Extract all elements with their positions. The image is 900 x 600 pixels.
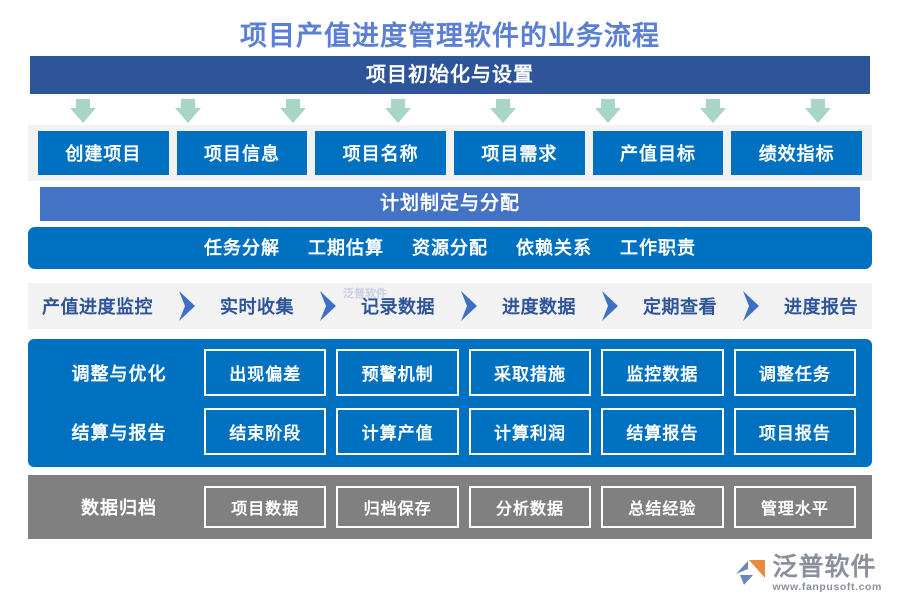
stage-plan-header: 计划制定与分配 bbox=[40, 187, 860, 221]
stage-monitor-item[interactable]: 进度报告 bbox=[784, 297, 858, 317]
stage-settlement-row: 结算与报告 结束阶段 计算产值 计算利润 结算报告 项目报告 bbox=[44, 408, 857, 455]
stage-monitor-item[interactable]: 进度数据 bbox=[502, 297, 576, 317]
stage-plan-item[interactable]: 工期估算 bbox=[307, 238, 384, 258]
stage-archive-item[interactable]: 管理水平 bbox=[733, 486, 857, 528]
chevron-right-icon bbox=[460, 291, 477, 321]
down-arrow-icon bbox=[279, 99, 306, 123]
arrow-row bbox=[30, 99, 870, 125]
stage-init-item[interactable]: 项目需求 bbox=[454, 131, 585, 175]
chevron-right-icon bbox=[319, 291, 336, 321]
chevron-right-icon bbox=[742, 291, 759, 321]
stage-adjust-item[interactable]: 采取措施 bbox=[468, 349, 592, 396]
stage-init-item[interactable]: 产值目标 bbox=[592, 131, 724, 175]
logo-name: 泛普软件 bbox=[772, 552, 877, 581]
fanpu-logo-icon bbox=[736, 560, 766, 586]
stage-plan-item[interactable]: 资源分配 bbox=[412, 238, 488, 258]
brand-logo: 泛普软件 www.fanpusoft.com bbox=[734, 552, 882, 593]
stage-init-item[interactable]: 项目信息 bbox=[176, 131, 308, 175]
stage-plan-items: 任务分解 工期估算 资源分配 依赖关系 工作职责 bbox=[28, 227, 872, 269]
stage-archive-label: 数据归档 bbox=[81, 498, 157, 518]
stage-archive-item[interactable]: 分析数据 bbox=[468, 486, 592, 528]
chevron-right-icon bbox=[178, 291, 195, 321]
stage-monitor-item[interactable]: 定期查看 bbox=[643, 297, 717, 317]
stage-plan-item[interactable]: 工作职责 bbox=[620, 238, 697, 258]
stage-adjust-row: 调整与优化 出现偏差 预警机制 采取措施 监控数据 调整任务 bbox=[44, 349, 857, 396]
stage-settlement-row-label: 结算与报告 bbox=[71, 422, 167, 443]
stage-archive-item[interactable]: 归档保存 bbox=[336, 486, 459, 528]
stage-adjust-item[interactable]: 监控数据 bbox=[601, 349, 724, 396]
stage-plan-item[interactable]: 依赖关系 bbox=[516, 238, 593, 258]
stage-settlement-item[interactable]: 计算产值 bbox=[336, 408, 459, 455]
stage-adjust-row-label: 调整与优化 bbox=[71, 363, 167, 384]
stage-adjust-item[interactable]: 出现偏差 bbox=[204, 349, 327, 396]
stage-init-item[interactable]: 创建项目 bbox=[38, 131, 169, 175]
down-arrow-icon bbox=[804, 99, 831, 123]
stage-monitor-flow: 泛普软件 产值进度监控 实时收集 记录数据 进度数据 定期查看 进度报告 bbox=[28, 283, 872, 329]
chevron-right-icon bbox=[601, 291, 618, 321]
stage-monitor-item[interactable]: 实时收集 bbox=[220, 297, 294, 317]
stage-settlement-item[interactable]: 项目报告 bbox=[733, 408, 857, 455]
stage-archive-block: 数据归档 项目数据 归档保存 分析数据 总结经验 管理水平 bbox=[28, 475, 872, 539]
stage-adjust-item[interactable]: 预警机制 bbox=[336, 349, 459, 396]
down-arrow-icon bbox=[69, 99, 96, 123]
stage-monitor-item[interactable]: 产值进度监控 bbox=[42, 297, 153, 317]
page-title: 项目产值进度管理软件的业务流程 bbox=[240, 21, 660, 51]
down-arrow-icon bbox=[489, 99, 516, 123]
stage-settlement-item[interactable]: 结束阶段 bbox=[204, 408, 327, 455]
down-arrow-icon bbox=[594, 99, 621, 123]
stage-adjust-block: 调整与优化 出现偏差 预警机制 采取措施 监控数据 调整任务 结算与报告 结束阶… bbox=[28, 339, 872, 467]
stage-init-item[interactable]: 绩效指标 bbox=[731, 131, 863, 175]
down-arrow-icon bbox=[174, 99, 201, 123]
stage-archive-item[interactable]: 项目数据 bbox=[204, 486, 327, 528]
stage-archive-item[interactable]: 总结经验 bbox=[601, 486, 724, 528]
stage-monitor-item[interactable]: 记录数据 bbox=[361, 297, 435, 317]
down-arrow-icon bbox=[699, 99, 726, 123]
stage-plan-item[interactable]: 任务分解 bbox=[203, 238, 280, 258]
down-arrow-icon bbox=[384, 99, 411, 123]
stage-settlement-item[interactable]: 结算报告 bbox=[601, 408, 724, 455]
stage-init-header: 项目初始化与设置 bbox=[30, 56, 870, 94]
stage-init-items: 创建项目 项目信息 项目名称 项目需求 产值目标 绩效指标 bbox=[28, 125, 872, 181]
stage-settlement-item[interactable]: 计算利润 bbox=[468, 408, 592, 455]
logo-url: www.fanpusoft.com bbox=[772, 580, 882, 593]
stage-init-item[interactable]: 项目名称 bbox=[315, 131, 447, 175]
stage-adjust-item[interactable]: 调整任务 bbox=[733, 349, 857, 396]
